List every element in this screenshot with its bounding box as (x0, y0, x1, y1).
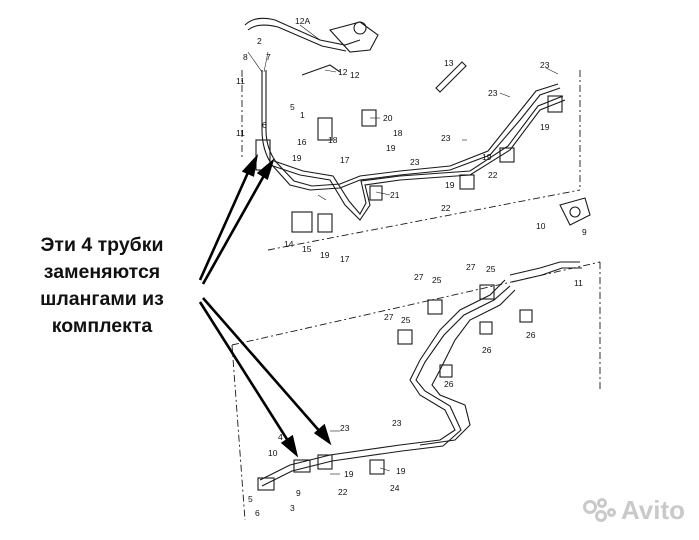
label-6: 6 (262, 120, 267, 130)
label-19e: 19 (445, 180, 455, 190)
label-20: 20 (383, 113, 393, 123)
label-12b: 12 (350, 70, 360, 80)
label-26b: 26 (482, 345, 492, 355)
upper-frame (241, 70, 581, 251)
label-19h: 19 (396, 466, 406, 476)
label-19b: 19 (386, 143, 396, 153)
caption-line-3: шлангами из (40, 288, 164, 310)
label-24: 24 (390, 483, 400, 493)
label-19g: 19 (344, 469, 354, 479)
label-22b: 22 (441, 203, 451, 213)
label-17a: 17 (340, 155, 350, 165)
part-labels: 12A 2 8 7 12 12 11 11 5 1 6 13 23 23 20 … (236, 16, 587, 518)
label-12A: 12A (295, 16, 310, 26)
label-22c: 22 (338, 487, 348, 497)
caption-line-4: комплекта (51, 315, 153, 337)
leader-lines (247, 24, 559, 475)
label-14: 14 (284, 239, 294, 249)
label-6b: 6 (255, 508, 260, 518)
caption-line-2: заменяются (43, 261, 161, 283)
label-23a: 23 (540, 60, 550, 70)
label-21: 21 (390, 190, 400, 200)
label-23d: 23 (410, 157, 420, 167)
label-19d: 19 (540, 122, 550, 132)
label-11a: 11 (236, 76, 245, 86)
caption-line-1: Эти 4 трубки (40, 234, 164, 256)
label-15: 15 (302, 244, 312, 254)
label-18b: 18 (328, 135, 338, 145)
label-11c: 11 (574, 278, 583, 288)
lower-pipes (257, 197, 591, 491)
label-25c: 25 (401, 315, 411, 325)
label-13: 13 (444, 58, 454, 68)
label-23f: 23 (392, 418, 402, 428)
label-9: 9 (582, 227, 587, 237)
annotation-caption: Эти 4 трубки заменяются шлангами из комп… (16, 232, 188, 340)
label-12a: 12 (338, 67, 348, 77)
label-10b: 10 (268, 448, 278, 458)
upper-pipes (244, 17, 566, 233)
label-19a: 19 (292, 153, 302, 163)
label-23b: 23 (488, 88, 498, 98)
avito-wordmark: Avito (620, 495, 685, 525)
label-27b: 27 (414, 272, 424, 282)
label-7: 7 (266, 52, 271, 62)
label-4: 4 (278, 432, 283, 442)
avito-logo-icon (582, 497, 617, 524)
label-3: 3 (290, 503, 295, 513)
label-8: 8 (243, 52, 248, 62)
label-27c: 27 (384, 312, 394, 322)
label-18a: 18 (393, 128, 403, 138)
label-23e: 23 (340, 423, 350, 433)
label-9b: 9 (296, 488, 301, 498)
label-5b: 5 (248, 494, 253, 504)
pointer-arrows (198, 153, 332, 458)
label-19f: 19 (320, 250, 330, 260)
label-5a: 5 (290, 102, 295, 112)
label-27a: 27 (466, 262, 476, 272)
label-2: 2 (257, 36, 262, 46)
label-25a: 25 (486, 264, 496, 274)
lower-frame (231, 261, 601, 521)
avito-watermark: Avito (582, 495, 685, 526)
label-22a: 22 (488, 170, 498, 180)
label-16: 16 (297, 137, 307, 147)
label-11b: 11 (236, 128, 245, 138)
label-17b: 17 (340, 254, 350, 264)
label-10a: 10 (536, 221, 546, 231)
label-23c: 23 (441, 133, 451, 143)
label-26a: 26 (526, 330, 536, 340)
label-1: 1 (300, 110, 305, 120)
label-25b: 25 (432, 275, 442, 285)
label-26c: 26 (444, 379, 454, 389)
label-19c: 19 (482, 152, 492, 162)
